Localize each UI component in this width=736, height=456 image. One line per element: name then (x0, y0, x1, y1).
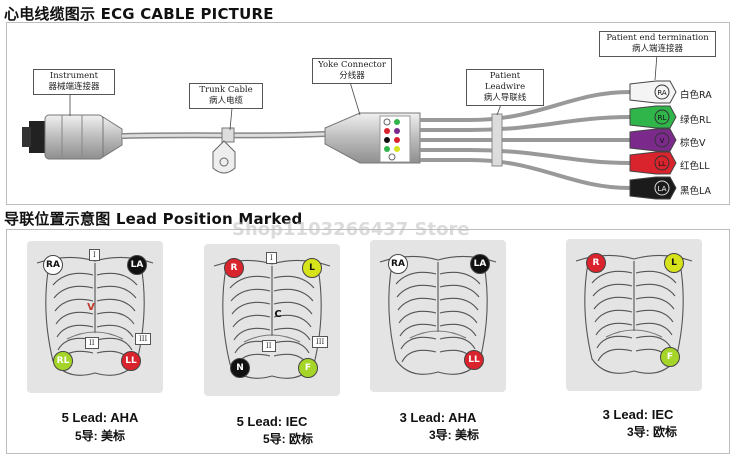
electrode-2-la: LA (470, 254, 490, 274)
electrode-0-v: V (87, 301, 95, 313)
cable-section-title: 心电线缆图示 ECG CABLE PICTURE (4, 5, 274, 23)
lead-box-1-iii: III (312, 336, 329, 348)
termination-callout-cn: 病人端连接器 (631, 44, 683, 54)
trunk-callout-cn: 病人电缆 (208, 96, 243, 106)
trunk-callout-en: Trunk Cable (199, 85, 253, 95)
termination-callout-en: Patient end termination (606, 33, 709, 43)
electrode-3-f: F (660, 347, 680, 367)
caption-3lead-aha-cn: 3导: 美标 (428, 428, 479, 442)
lead-box-0-ii: II (85, 337, 99, 349)
electrode-3-l: L (664, 253, 684, 273)
electrode-0-la: LA (127, 255, 147, 275)
wire-label-ll: 红色LL (680, 161, 710, 172)
instrument-callout-cn: 器械端连接器 (48, 82, 100, 92)
trunk-callout: Trunk Cable 病人电缆 (189, 83, 263, 109)
lead-box-0-i: I (89, 249, 100, 261)
leadwire-callout: Patient Leadwire 病人导联线 (466, 69, 544, 106)
electrode-1-f: F (298, 358, 318, 378)
snap-v: V (629, 128, 677, 152)
electrode-3-r: R (586, 253, 606, 273)
caption-5lead-iec-cn: 5导: 欧标 (262, 432, 313, 446)
yoke-callout-cn: 分线器 (339, 71, 365, 81)
yoke-connector (324, 112, 421, 164)
electrode-1-c: C (274, 308, 282, 320)
snap-ra: RA (629, 80, 677, 104)
electrode-0-rl: RL (53, 351, 73, 371)
electrode-0-ra: RA (43, 255, 63, 275)
wire-label-rl: 绿色RL (680, 115, 711, 126)
lead-box-1-i: I (266, 252, 277, 264)
caption-3lead-iec: 3 Lead: IEC (602, 407, 674, 422)
electrode-1-l: L (302, 258, 322, 278)
lead-diagram-frame (6, 229, 730, 454)
trunk-cable (121, 127, 326, 174)
instrument-callout-en: Instrument (49, 71, 99, 81)
ecg-cable-illustration (22, 53, 658, 190)
leadwire-callout-en: Patient Leadwire (484, 71, 526, 92)
yoke-callout-en: Yoke Connector (318, 60, 386, 70)
snap-label-ra: RA (657, 89, 667, 97)
cable-diagram-frame (6, 22, 730, 205)
snap-label-la: LA (658, 185, 667, 193)
instrument-connector (22, 114, 123, 160)
snap-rl: RL (629, 105, 677, 129)
caption-5lead-aha-cn: 5导: 美标 (74, 429, 125, 443)
snap-ll: LL (629, 151, 677, 175)
electrode-0-ll: LL (121, 351, 141, 371)
electrode-1-r: R (224, 258, 244, 278)
snap-la: LA (629, 176, 677, 200)
yoke-callout: Yoke Connector 分线器 (312, 58, 392, 84)
leadwire-callout-cn: 病人导联线 (483, 93, 527, 103)
torso-3lead-iec (575, 254, 693, 374)
electrode-2-ll: LL (464, 350, 484, 370)
lead-box-1-ii: II (262, 340, 276, 352)
lead-wires (420, 90, 631, 190)
lead-box-0-iii: III (135, 333, 152, 345)
snap-label-rl: RL (658, 114, 667, 122)
snap-label-ll: LL (658, 160, 666, 168)
lead-snaps: RA RL V LL LA (629, 80, 677, 200)
electrode-2-ra: RA (388, 254, 408, 274)
caption-5lead-iec: 5 Lead: IEC (236, 414, 308, 429)
caption-3lead-aha: 3 Lead: AHA (399, 410, 477, 425)
wire-label-ra: 白色RA (680, 90, 712, 101)
instrument-callout: Instrument 器械端连接器 (33, 69, 115, 95)
wire-label-la: 黑色LA (680, 186, 712, 197)
wire-label-v: 棕色V (680, 138, 706, 149)
caption-3lead-iec-cn: 3导: 欧标 (626, 425, 677, 439)
electrode-1-n: N (230, 358, 250, 378)
snap-label-v: V (660, 137, 665, 145)
caption-5lead-aha: 5 Lead: AHA (61, 410, 139, 425)
lead-section-title: 导联位置示意图 Lead Position Marked (4, 210, 303, 228)
termination-callout: Patient end termination 病人端连接器 (599, 31, 716, 57)
